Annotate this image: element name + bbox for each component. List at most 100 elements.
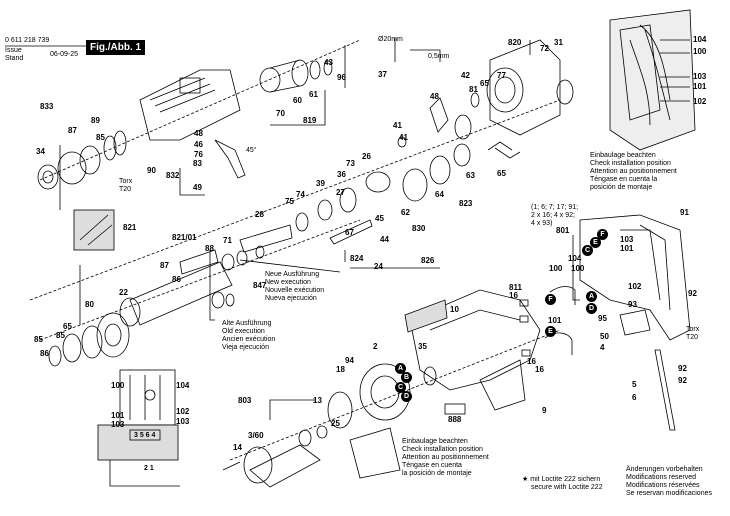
part-847: 847 [253,281,267,290]
part-87b: 87 [160,261,169,270]
bubble-f: F [545,294,556,305]
bubble-e2: E [545,326,556,337]
part-821: 821 [123,223,137,232]
part-16a: 16 [509,291,518,300]
part-6: 6 [632,393,637,402]
bubble-d: D [586,303,597,314]
part-76: 76 [194,150,203,159]
note-line: Se reservan modificaciones [626,490,712,497]
issue-date: 06-09-25 [50,51,79,58]
part-103c: 103 [111,420,125,429]
part-61: 61 [309,90,318,99]
part-50: 50 [600,332,609,341]
installation-note-bottom: Einbaulage beachten Check installation p… [402,438,489,478]
part-48b: 48 [430,92,439,101]
part-104a: 104 [693,35,707,44]
part-824: 824 [350,254,364,263]
note-line: Check installation position [590,160,671,167]
note-line: Vieja ejecución [222,344,269,351]
note-line: Neue Ausführung [265,271,320,278]
part-100d: 100 [111,381,125,390]
part-24: 24 [374,262,383,271]
part-16c: 16 [535,365,544,374]
part-102a: 102 [693,97,707,106]
part-36: 36 [337,170,346,179]
part-83: 83 [193,159,202,168]
part-49: 49 [193,183,202,192]
part-92: 92 [688,289,697,298]
note-line: secure with Loctite 222 [531,484,603,491]
note-line: Einbaulage beachten [590,152,656,159]
part-90: 90 [147,166,156,175]
part-14: 14 [233,443,242,452]
note-line: Old execution [222,328,265,335]
part-48: 48 [194,129,203,138]
bubble-c: C [582,245,593,256]
part-102b: 102 [628,282,642,291]
part-72: 72 [540,44,549,53]
bubble-c2: C [395,382,406,393]
part-16b: 16 [527,357,536,366]
part-832: 832 [166,171,180,180]
old-execution-note: Alte Ausführung Old execution Ancien exé… [222,320,275,352]
note-line: Attention au positionnement [402,454,489,461]
part-74: 74 [296,190,305,199]
modifications-note: Änderungen vorbehalten Modifications res… [626,466,712,498]
note-line: Alte Ausführung [222,320,272,327]
part-89: 89 [91,116,100,125]
part-10: 10 [450,305,459,314]
part-96: 96 [337,73,346,82]
thickness-label: 0,5mm [428,53,450,60]
part-85c: 85 [34,335,43,344]
part-819: 819 [303,116,317,125]
part-18: 18 [336,365,345,374]
note-line: Ancien exécution [222,336,276,343]
part-77: 77 [497,71,506,80]
note-line: Check installation position [402,446,483,453]
note-line: Nouvelle exécution [265,287,325,294]
part-85: 85 [96,133,105,142]
part-73: 73 [346,159,355,168]
part-5: 5 [632,380,637,389]
part-888: 888 [448,415,462,424]
part-65c: 65 [63,322,72,331]
part-65b: 65 [497,169,506,178]
part-803: 803 [238,396,252,405]
part-104b: 104 [568,254,582,263]
part-67: 67 [345,228,354,237]
new-execution-note: Neue Ausführung New execution Nouvelle e… [265,271,324,303]
note-line: Einbaulage beachten [402,438,468,445]
part-101d: 101 [111,411,125,420]
torx-label-1: Torx [119,178,133,185]
part-85b: 85 [56,331,65,340]
part-4: 4 [600,343,605,352]
torx-size-1: T20 [119,186,132,193]
part-75: 75 [285,197,294,206]
note-line: 2 x 16; 4 x 92; [531,212,575,219]
part-100c: 100 [549,264,563,273]
part-86: 86 [172,275,181,284]
part-63: 63 [466,171,475,180]
part-101b: 101 [620,244,634,253]
part-86b: 86 [40,349,49,358]
part-830: 830 [412,224,426,233]
part-41a: 41 [393,121,402,130]
part-22: 22 [119,288,128,297]
part-91: 91 [680,208,689,217]
bubble-a: F [597,229,608,240]
part-80: 80 [85,300,94,309]
part-41b: 41 [399,133,408,142]
part-826: 826 [421,256,435,265]
part-94: 94 [345,356,354,365]
note-line: 4 x 93) [531,220,553,227]
part-102c: 102 [176,407,190,416]
part-42: 42 [461,71,470,80]
note-line: New execution [265,279,311,286]
part-13: 13 [313,396,322,405]
part-820: 820 [508,38,522,47]
part-95: 95 [598,314,607,323]
part-103b: 103 [620,235,634,244]
note-line: Téngase en cuenta [402,462,462,469]
